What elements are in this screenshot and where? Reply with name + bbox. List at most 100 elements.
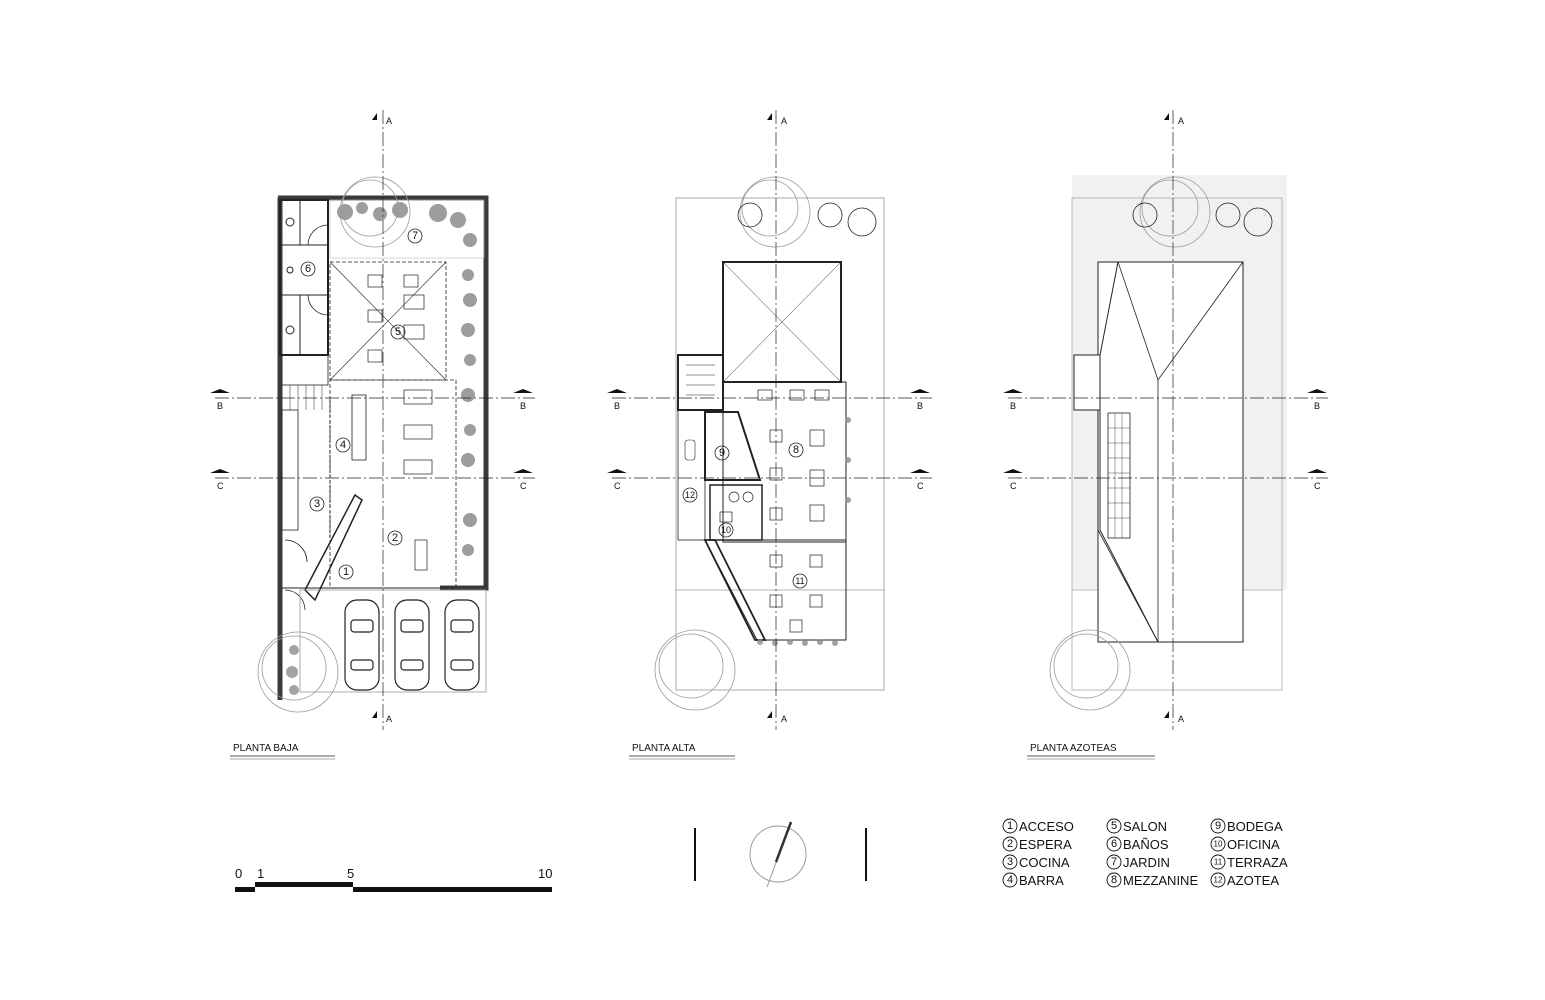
terrace-vegetation bbox=[757, 417, 851, 646]
legend-label: SALON bbox=[1123, 819, 1167, 834]
tree-icon bbox=[739, 176, 811, 248]
legend-number-circle bbox=[1002, 872, 1018, 888]
dining-tables bbox=[367, 274, 433, 475]
section-arrow-icon bbox=[1164, 711, 1169, 718]
bathroom-block bbox=[279, 199, 329, 356]
legend-number: 10 bbox=[1214, 840, 1223, 849]
sink-icon bbox=[286, 266, 294, 274]
section-arrow-icon bbox=[513, 389, 533, 393]
plan-title-azoteas: PLANTA AZOTEAS bbox=[1030, 743, 1117, 754]
roof-fixture bbox=[684, 439, 696, 461]
terrace-outline bbox=[704, 539, 847, 641]
legend-number: 3 bbox=[1007, 856, 1013, 868]
legend-number-circle bbox=[1210, 872, 1226, 888]
scale-bar-segment bbox=[235, 887, 255, 892]
room-number-2: 2 bbox=[387, 530, 403, 546]
stair-treads bbox=[686, 364, 715, 396]
espera-furniture bbox=[414, 539, 428, 571]
section-arrow-icon bbox=[910, 469, 930, 473]
section-arrow-icon bbox=[767, 711, 772, 718]
planter-vegetation bbox=[286, 645, 299, 695]
svg-text:11: 11 bbox=[795, 576, 804, 586]
section-label-a-bottom: A bbox=[386, 714, 392, 724]
garden-area bbox=[329, 199, 485, 259]
roof-slab bbox=[1097, 261, 1244, 643]
entrance-wall bbox=[304, 493, 363, 602]
legend-label: ESPERA bbox=[1019, 837, 1072, 852]
legend-number-circle bbox=[1106, 872, 1122, 888]
perimeter-wall bbox=[278, 195, 489, 591]
section-lines bbox=[612, 110, 932, 730]
legend-label: JARDIN bbox=[1123, 855, 1170, 870]
legend-number: 5 bbox=[1111, 820, 1117, 832]
section-arrow-icon bbox=[767, 113, 772, 120]
toilet-icon bbox=[285, 325, 295, 335]
room-number-12: 12 bbox=[682, 487, 698, 503]
legend-number-circle bbox=[1106, 818, 1122, 834]
section-label-a-top: A bbox=[1178, 116, 1184, 126]
door-swing bbox=[284, 539, 308, 563]
plan-planta-azoteas: A A B B C C PLANTA AZOTEAS bbox=[1003, 110, 1328, 760]
section-label-c-right: C bbox=[1314, 481, 1321, 491]
bodega-wall bbox=[704, 411, 762, 481]
svg-text:2: 2 bbox=[392, 532, 398, 544]
section-markers: A A B B C C bbox=[1003, 113, 1327, 724]
room-number-5: 5 bbox=[390, 324, 406, 340]
room-number-11: 11 bbox=[792, 573, 808, 589]
scale-label-0: 0 bbox=[235, 866, 242, 881]
svg-text:3: 3 bbox=[314, 498, 320, 510]
scale-bar-segment bbox=[353, 887, 552, 892]
legend-label: BARRA bbox=[1019, 873, 1064, 888]
section-arrow-icon bbox=[1307, 469, 1327, 473]
room-number-7: 7 bbox=[407, 228, 423, 244]
office-chair bbox=[742, 491, 754, 503]
shrubs bbox=[1132, 202, 1273, 237]
car-icon bbox=[444, 599, 480, 691]
tree-icon bbox=[1139, 176, 1211, 248]
section-lines bbox=[1008, 110, 1328, 730]
section-arrow-icon bbox=[513, 469, 533, 473]
legend-number: 1 bbox=[1007, 820, 1013, 832]
car-icon bbox=[344, 599, 380, 691]
section-arrow-icon bbox=[372, 113, 377, 120]
tree-icon bbox=[339, 176, 411, 248]
room-number-3: 3 bbox=[309, 496, 325, 512]
svg-text:10: 10 bbox=[721, 525, 731, 535]
room-number-labels: 8 9 10 11 12 bbox=[682, 442, 808, 589]
svg-text:9: 9 bbox=[719, 447, 725, 459]
scale-bar: 0 1 5 10 bbox=[235, 866, 552, 892]
section-markers: A A B B C C bbox=[210, 113, 533, 724]
mezzanine-area bbox=[722, 381, 847, 543]
stair-roof bbox=[1073, 354, 1101, 411]
section-label-b-left: B bbox=[217, 401, 223, 411]
legend-item-10: 10 OFICINA bbox=[1210, 836, 1280, 852]
section-arrow-icon bbox=[210, 469, 230, 473]
car-icon bbox=[394, 599, 430, 691]
svg-text:6: 6 bbox=[305, 263, 311, 275]
door-swing bbox=[307, 224, 329, 246]
legend-number-circle bbox=[1106, 854, 1122, 870]
legend-label: OFICINA bbox=[1227, 837, 1280, 852]
legend-label: TERRAZA bbox=[1227, 855, 1288, 870]
void-diagonal bbox=[722, 261, 842, 383]
section-label-b-left: B bbox=[1010, 401, 1016, 411]
section-label-b-right: B bbox=[520, 401, 526, 411]
section-arrow-icon bbox=[372, 711, 377, 718]
section-arrow-icon bbox=[910, 389, 930, 393]
legend-label: MEZZANINE bbox=[1123, 873, 1198, 888]
kitchen-counter bbox=[281, 409, 299, 531]
garden-vegetation bbox=[337, 202, 477, 556]
section-label-c-left: C bbox=[1010, 481, 1017, 491]
svg-text:5: 5 bbox=[395, 326, 401, 338]
section-lines bbox=[215, 110, 535, 730]
office-room bbox=[709, 484, 763, 541]
